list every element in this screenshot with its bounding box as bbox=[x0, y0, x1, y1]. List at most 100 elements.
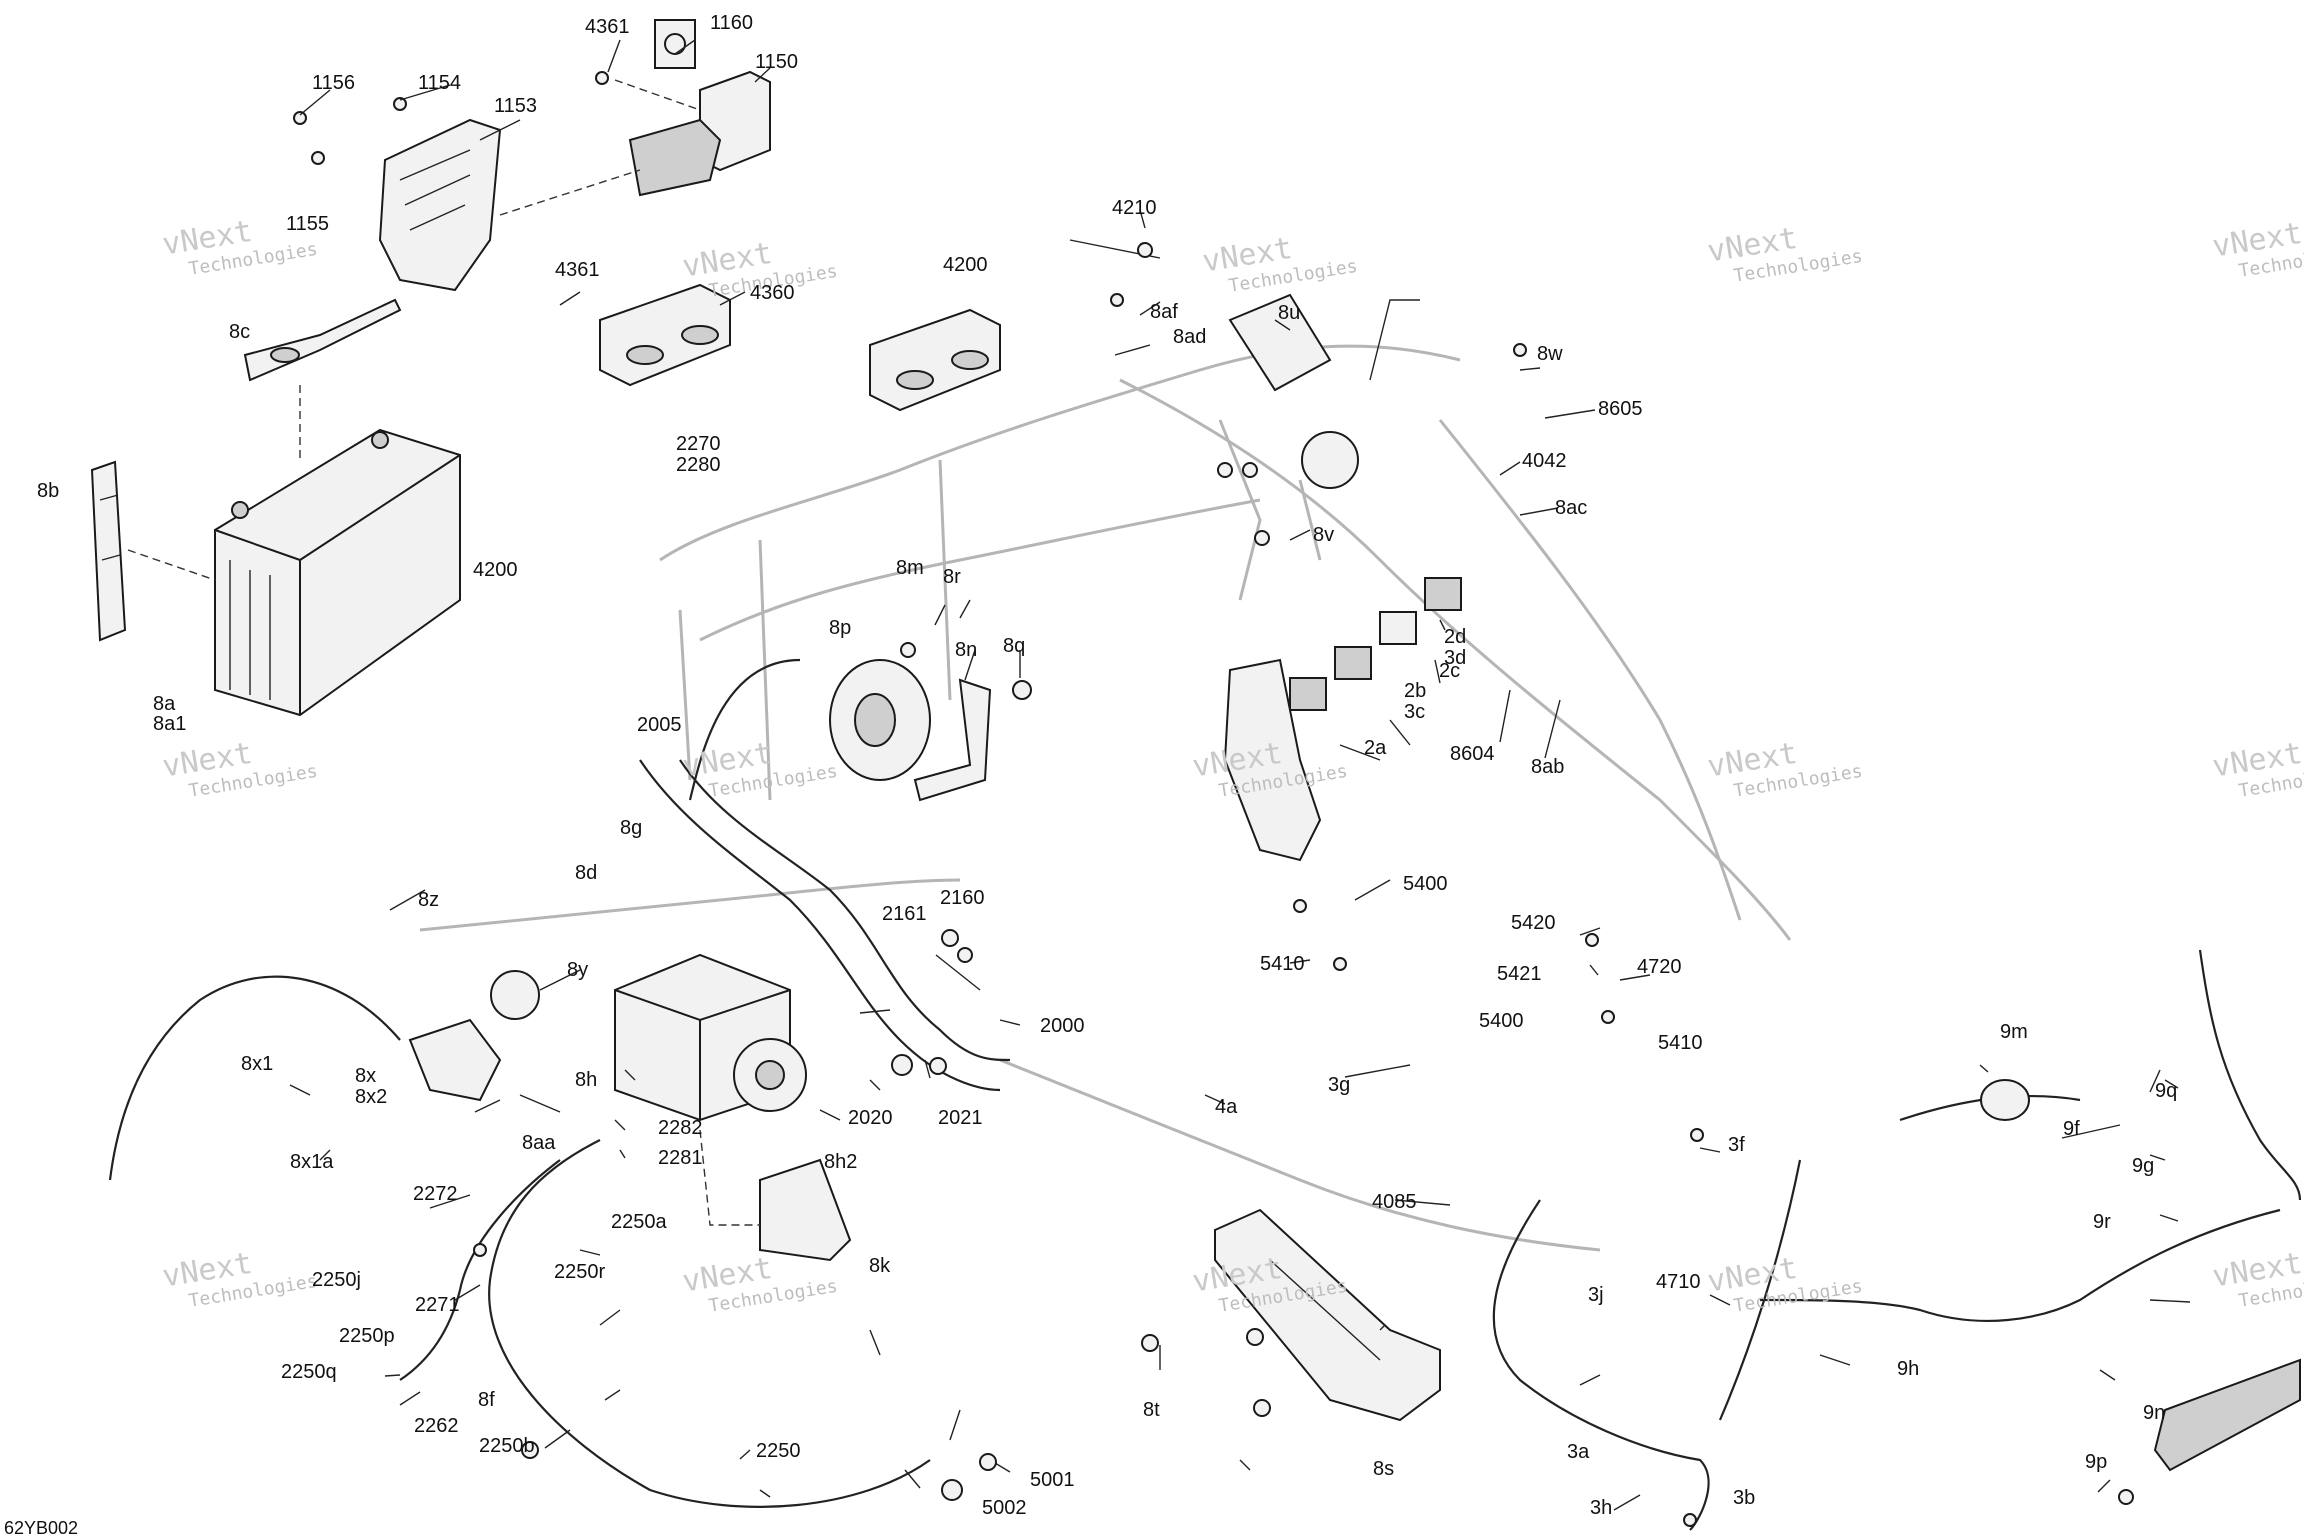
part-label-8f: 8f bbox=[478, 1389, 495, 1411]
part-label-2020: 2020 bbox=[848, 1107, 893, 1129]
part-label-2000: 2000 bbox=[1040, 1015, 1085, 1037]
part-label-4042: 4042 bbox=[1522, 450, 1567, 472]
part-label-8c: 8c bbox=[229, 321, 251, 343]
part-label-8a1: 8a1 bbox=[153, 713, 187, 735]
part-label-8m: 8m bbox=[896, 557, 924, 579]
harness-2250 bbox=[399, 1139, 931, 1508]
relay-cover-1153 bbox=[293, 97, 502, 292]
battery-strap-8b bbox=[90, 460, 127, 642]
part-label-5410: 5410 bbox=[1658, 1032, 1703, 1054]
part-label-2281: 2281 bbox=[658, 1147, 703, 1169]
part-label-2250b: 2250b bbox=[479, 1435, 535, 1457]
relay-box-4360-b bbox=[869, 308, 1001, 412]
part-label-8x1a: 8x1a bbox=[290, 1151, 334, 1173]
part-label-8v: 8v bbox=[1313, 524, 1335, 546]
part-label-5400: 5400 bbox=[1479, 1010, 1524, 1032]
part-label-3h: 3h bbox=[1590, 1497, 1613, 1519]
part-label-9r: 9r bbox=[2093, 1211, 2111, 1233]
part-label-1154: 1154 bbox=[418, 72, 462, 94]
switches-2a-2d bbox=[1289, 577, 1462, 711]
part-label-8x1: 8x1 bbox=[241, 1053, 274, 1075]
part-label-3g: 3g bbox=[1328, 1074, 1351, 1096]
part-label-8s: 8s bbox=[1373, 1458, 1395, 1480]
part-label-3b: 3b bbox=[1733, 1487, 1756, 1509]
part-label-2b: 2b bbox=[1404, 680, 1427, 702]
part-label-8x2: 8x2 bbox=[355, 1086, 388, 1108]
part-label-8605: 8605 bbox=[1598, 398, 1643, 420]
part-label-2161: 2161 bbox=[882, 903, 927, 925]
part-label-8n: 8n bbox=[955, 639, 978, 661]
part-label-2250j: 2250j bbox=[312, 1269, 361, 1291]
part-label-4200: 4200 bbox=[473, 559, 518, 581]
part-label-2280: 2280 bbox=[676, 454, 721, 476]
part-label-3a: 3a bbox=[1567, 1441, 1590, 1463]
part-label-8y: 8y bbox=[567, 959, 589, 981]
part-label-8r: 8r bbox=[943, 566, 961, 588]
horn-8m bbox=[829, 659, 992, 802]
part-label-1160: 1160 bbox=[710, 12, 754, 34]
part-label-2005: 2005 bbox=[637, 714, 682, 736]
part-label-8h: 8h bbox=[575, 1069, 598, 1091]
switch-panel bbox=[1223, 658, 1322, 862]
leader-lines bbox=[289, 39, 2191, 1511]
bracket-8c bbox=[243, 298, 402, 382]
part-label-9m: 9m bbox=[2000, 1021, 2028, 1043]
part-label-2250p: 2250p bbox=[339, 1325, 395, 1347]
part-label-8k: 8k bbox=[869, 1255, 891, 1277]
part-label-8w: 8w bbox=[1537, 343, 1563, 365]
part-label-9n: 9n bbox=[2143, 1402, 2166, 1424]
part-label-5002: 5002 bbox=[982, 1497, 1027, 1519]
assembly-8s bbox=[1214, 1208, 1441, 1422]
part-label-4710: 4710 bbox=[1656, 1271, 1701, 1293]
part-label-1155: 1155 bbox=[286, 213, 330, 235]
part-label-4361: 4361 bbox=[585, 16, 630, 38]
tail-light-9n bbox=[2153, 1358, 2301, 1472]
part-label-4200: 4200 bbox=[943, 254, 988, 276]
bracket-8k bbox=[759, 1158, 852, 1262]
part-label-8q: 8q bbox=[1003, 635, 1026, 657]
part-label-8af: 8af bbox=[1150, 301, 1178, 323]
part-label-2021: 2021 bbox=[938, 1107, 983, 1129]
part-label-5001: 5001 bbox=[1030, 1469, 1075, 1491]
part-label-8604: 8604 bbox=[1450, 743, 1495, 765]
part-label-2a: 2a bbox=[1364, 737, 1387, 759]
part-label-8aa: 8aa bbox=[522, 1132, 556, 1154]
battery-cables bbox=[639, 658, 1011, 1092]
key-switch-harness bbox=[108, 970, 540, 1181]
part-label-8x: 8x bbox=[355, 1065, 377, 1087]
part-label-3d: 3d bbox=[1444, 647, 1467, 669]
part-label-8ab: 8ab bbox=[1531, 756, 1565, 778]
rear-harness-9h bbox=[1759, 949, 2302, 1323]
part-label-4720: 4720 bbox=[1637, 956, 1682, 978]
part-label-2250a: 2250a bbox=[611, 1211, 667, 1233]
part-label-8h2: 8h2 bbox=[824, 1151, 858, 1173]
part-label-2250: 2250 bbox=[756, 1440, 801, 1462]
part-label-8u: 8u bbox=[1278, 302, 1301, 324]
part-label-3f: 3f bbox=[1728, 1134, 1745, 1156]
part-label-5420: 5420 bbox=[1511, 912, 1556, 934]
part-label-5400: 5400 bbox=[1403, 873, 1448, 895]
part-label-8p: 8p bbox=[829, 617, 852, 639]
part-label-2d: 2d bbox=[1444, 626, 1467, 648]
harness-3j bbox=[1492, 1159, 1802, 1531]
fasteners bbox=[473, 242, 2134, 1527]
part-label-3j: 3j bbox=[1588, 1284, 1604, 1306]
part-label-9p: 9p bbox=[2085, 1451, 2108, 1473]
part-label-8ac: 8ac bbox=[1555, 497, 1588, 519]
part-label-8d: 8d bbox=[575, 862, 598, 884]
relay-box-4360-a bbox=[599, 283, 731, 387]
part-label-4360: 4360 bbox=[750, 282, 795, 304]
part-label-2250r: 2250r bbox=[554, 1261, 606, 1283]
part-label-9g: 9g bbox=[2132, 1155, 2155, 1177]
part-label-8t: 8t bbox=[1143, 1399, 1160, 1421]
part-label-8z: 8z bbox=[418, 889, 440, 911]
part-label-4085: 4085 bbox=[1372, 1191, 1417, 1213]
part-label-8g: 8g bbox=[620, 817, 643, 839]
part-label-2282: 2282 bbox=[658, 1117, 703, 1139]
part-label-2271: 2271 bbox=[415, 1294, 460, 1316]
part-label-2270: 2270 bbox=[676, 433, 721, 455]
battery-8a bbox=[214, 428, 461, 717]
part-label-2262: 2262 bbox=[414, 1415, 459, 1437]
